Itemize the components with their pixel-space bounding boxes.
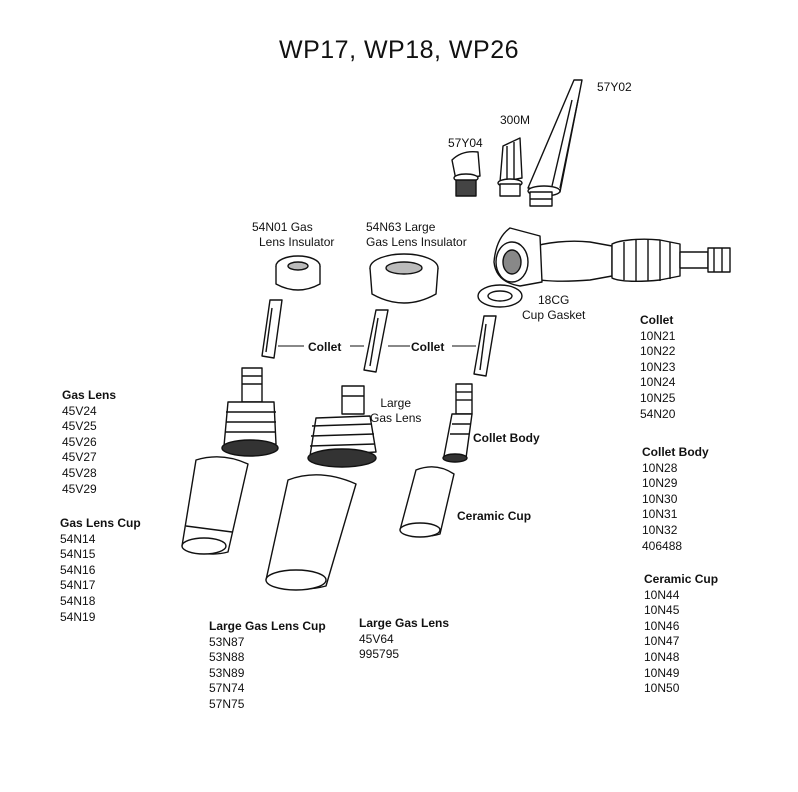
list-ceramic-cup: Ceramic Cup 10N44 10N45 10N46 10N47 10N4… xyxy=(644,572,718,697)
list-item: 10N50 xyxy=(644,681,680,696)
list-item: 10N31 xyxy=(642,507,678,522)
list-item: 54N15 xyxy=(60,547,96,562)
list-item: 57N75 xyxy=(209,696,245,711)
list-item: 53N87 xyxy=(209,634,245,649)
list-item: 10N30 xyxy=(642,491,678,506)
list-item: 45V27 xyxy=(62,450,97,465)
list-heading: Collet xyxy=(640,313,674,327)
list-item: 10N23 xyxy=(640,359,676,374)
collet-body xyxy=(442,383,473,463)
list-item: 53N88 xyxy=(209,650,245,665)
label-collet-right: Collet xyxy=(411,340,445,354)
list-item: 10N44 xyxy=(644,587,680,602)
list-item: 54N19 xyxy=(60,609,96,624)
collet-middle xyxy=(363,309,389,373)
list-item: 10N25 xyxy=(640,390,676,405)
gas-lens-cup xyxy=(181,456,249,555)
list-item: 406488 xyxy=(642,538,683,553)
list-large-gas-lens: Large Gas Lens 45V64 995795 xyxy=(359,616,449,663)
list-item: 10N46 xyxy=(644,618,680,633)
list-heading: Gas Lens Cup xyxy=(60,516,141,530)
list-item: 45V64 xyxy=(359,631,394,646)
short-back-cap xyxy=(451,150,481,197)
label-cup-gasket: 18CG Cup Gasket xyxy=(522,293,586,322)
label-collet-left: Collet xyxy=(308,340,342,354)
list-item: 10N49 xyxy=(644,665,680,680)
label-300m: 300M xyxy=(500,113,531,127)
label-collet-body: Collet Body xyxy=(473,431,540,445)
list-item: 10N32 xyxy=(642,522,678,537)
long-back-cap xyxy=(527,79,583,207)
large-gas-lens-cup xyxy=(265,474,357,591)
gas-lens xyxy=(221,367,279,457)
list-collet: Collet 10N21 10N22 10N23 10N24 10N25 54N… xyxy=(640,313,675,422)
label-large-gas-lens: Large Gas Lens xyxy=(370,396,422,425)
list-item: 54N17 xyxy=(60,578,96,593)
list-item: 54N18 xyxy=(60,593,96,608)
large-gas-lens-insulator xyxy=(369,253,439,304)
large-gas-lens xyxy=(307,385,377,468)
list-item: 45V28 xyxy=(62,465,97,480)
ceramic-cup xyxy=(399,466,455,538)
list-item: 10N24 xyxy=(640,375,676,390)
list-item: 57N74 xyxy=(209,681,245,696)
gas-lens-insulator xyxy=(275,255,321,291)
list-item: 53N89 xyxy=(209,665,245,680)
list-large-gas-lens-cup: Large Gas Lens Cup 53N87 53N88 53N89 57N… xyxy=(209,619,326,713)
list-gas-lens-cup: Gas Lens Cup 54N14 54N15 54N16 54N17 54N… xyxy=(60,516,141,625)
medium-back-cap xyxy=(497,137,523,197)
list-item: 10N21 xyxy=(640,328,676,343)
list-item: 10N22 xyxy=(640,344,676,359)
label-57y02: 57Y02 xyxy=(597,80,632,94)
list-item: 10N45 xyxy=(644,603,680,618)
list-heading: Ceramic Cup xyxy=(644,572,719,586)
list-collet-body: Collet Body 10N28 10N29 10N30 10N31 10N3… xyxy=(642,445,709,554)
list-heading: Large Gas Lens Cup xyxy=(209,619,326,633)
list-item: 54N16 xyxy=(60,562,96,577)
list-item: 10N28 xyxy=(642,460,678,475)
list-heading: Large Gas Lens xyxy=(359,616,450,630)
list-item: 10N47 xyxy=(644,634,680,649)
list-item: 54N14 xyxy=(60,531,96,546)
list-item: 54N20 xyxy=(640,406,676,421)
label-ceramic-cup: Ceramic Cup xyxy=(457,509,532,523)
list-item: 995795 xyxy=(359,647,400,662)
list-item: 45V25 xyxy=(62,419,97,434)
list-item: 45V26 xyxy=(62,434,97,449)
label-57y04: 57Y04 xyxy=(448,136,483,150)
list-item: 45V29 xyxy=(62,481,97,496)
label-large-gas-lens-insulator: 54N63 Large Gas Lens Insulator xyxy=(366,220,467,249)
list-heading: Collet Body xyxy=(642,445,709,459)
label-gas-lens-insulator: 54N01 Gas Lens Insulator xyxy=(252,220,335,249)
list-item: 10N29 xyxy=(642,476,678,491)
list-gas-lens: Gas Lens 45V24 45V25 45V26 45V27 45V28 4… xyxy=(62,388,116,497)
collet-right xyxy=(473,315,497,377)
page-title: WP17, WP18, WP26 xyxy=(278,36,520,64)
collet-left xyxy=(261,299,283,359)
list-heading: Gas Lens xyxy=(62,388,117,402)
torch-head xyxy=(493,227,731,287)
list-item: 10N48 xyxy=(644,649,680,664)
list-item: 45V24 xyxy=(62,403,97,418)
